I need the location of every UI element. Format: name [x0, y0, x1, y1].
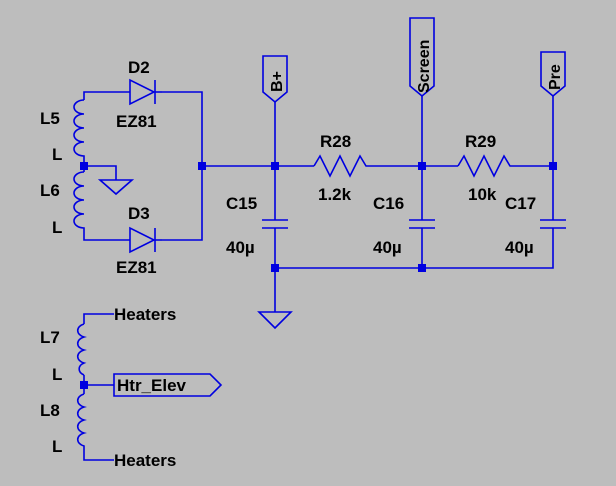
net-flag-bplus-label: B+: [269, 71, 286, 92]
wire-heaters-top: [83, 313, 114, 324]
junction-bplus: [271, 162, 279, 170]
net-flag-screen: Screen: [409, 17, 435, 98]
inductor-l5-ref: L5: [40, 109, 60, 128]
capacitor-c15-ref: C15: [226, 194, 257, 213]
capacitor-c15-value: 40µ: [226, 238, 255, 257]
diode-d3-value: EZ81: [116, 258, 157, 277]
net-label-heaters-bottom: Heaters: [114, 451, 176, 470]
capacitor-c16-value: 40µ: [373, 238, 402, 257]
inductor-l6-ref: L6: [40, 181, 60, 200]
wires: [83, 91, 554, 461]
junction-ground-mid: [418, 264, 426, 272]
net-flag-bplus: B+: [262, 55, 288, 104]
resistor-r28-ref: R28: [320, 132, 351, 151]
wire-l5-d2: [83, 91, 130, 100]
wire-heaters-bottom: [83, 448, 114, 461]
net-flag-htr-elev: Htr_Elev: [113, 373, 223, 397]
resistor-r29-value: 10k: [468, 185, 497, 204]
diode-d3: D3 EZ81: [116, 204, 162, 277]
inductor-l7-ref: L7: [40, 328, 60, 347]
net-label-heaters-top: Heaters: [114, 305, 176, 324]
inductor-l8-ref: L8: [40, 401, 60, 420]
capacitor-c17-value: 40µ: [505, 238, 534, 257]
net-flag-pre: Pre: [540, 51, 566, 98]
capacitor-c15: C15 40µ: [226, 194, 288, 257]
inductor-l8: L8 L: [40, 393, 87, 456]
resistor-r28: R28 1.2k: [313, 132, 372, 204]
junction-ground-left: [271, 264, 279, 272]
ground-symbol-filter: [257, 311, 293, 330]
junction-pre: [549, 162, 557, 170]
net-flag-htr-elev-label: Htr_Elev: [117, 376, 187, 395]
resistor-r28-value: 1.2k: [318, 185, 352, 204]
inductor-l7: L7 L: [40, 323, 87, 384]
inductor-l6-value: L: [52, 218, 62, 237]
resistor-r29-ref: R29: [465, 132, 496, 151]
wire-center-tap-ground: [84, 165, 117, 180]
inductor-l5-value: L: [52, 145, 62, 164]
inductor-l5: L5 L: [40, 99, 85, 164]
resistor-r29: R29 10k: [457, 132, 516, 204]
junction-heater-tap: [80, 381, 88, 389]
capacitor-c17-ref: C17: [505, 194, 536, 213]
capacitor-c16-ref: C16: [373, 194, 404, 213]
net-flag-pre-label: Pre: [547, 64, 564, 90]
diode-d2-value: EZ81: [116, 112, 157, 131]
capacitor-c16: C16 40µ: [373, 194, 435, 257]
wire-c17-legs: [275, 166, 554, 269]
wire-rectifier-output: [162, 91, 203, 241]
junction-center-tap: [80, 162, 88, 170]
junctions: [80, 162, 557, 389]
net-flag-screen-label: Screen: [416, 40, 433, 93]
diode-d2: D2 EZ81: [116, 58, 162, 131]
junction-rectifier-out: [198, 162, 206, 170]
diode-d2-ref: D2: [128, 58, 150, 77]
inductor-l7-value: L: [52, 365, 62, 384]
capacitor-c17: C17 40µ: [505, 194, 566, 257]
inductor-l6: L6 L: [40, 171, 85, 237]
diode-d3-ref: D3: [128, 204, 150, 223]
inductor-l8-value: L: [52, 437, 62, 456]
wire-l6-d3: [83, 230, 130, 241]
ground-symbol-rectifier: [97, 179, 135, 196]
junction-screen: [418, 162, 426, 170]
